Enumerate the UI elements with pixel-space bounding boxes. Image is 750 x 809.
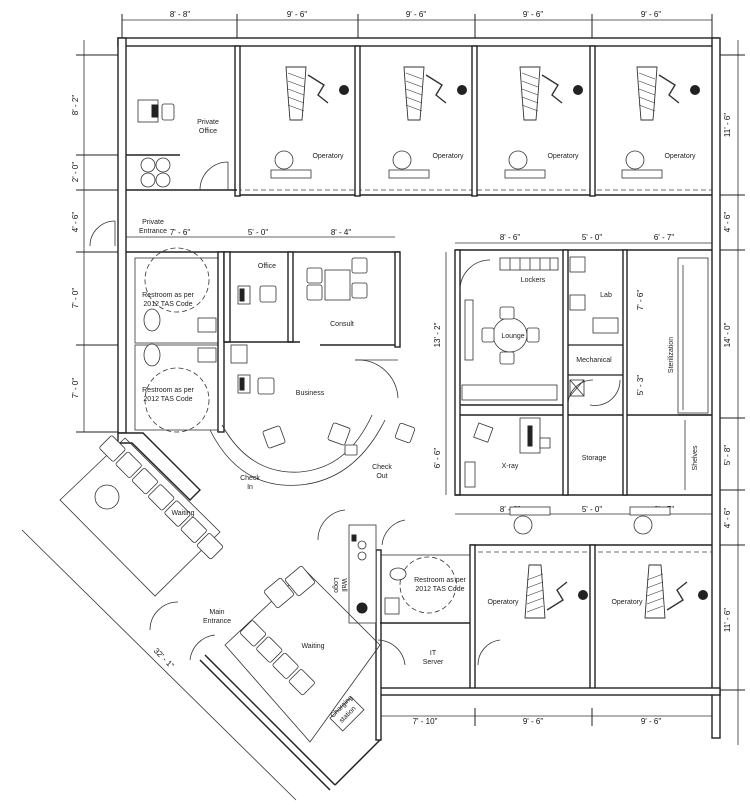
dim-left-5: 7' - 0" [71, 378, 80, 399]
dim-top-4: 9' - 6" [523, 10, 544, 19]
dental-chair-2 [388, 66, 467, 179]
dim-bottom-1: 7' - 10" [413, 717, 438, 726]
dim-top-5: 9' - 6" [641, 10, 662, 19]
label-main-entrance-1: Main [209, 609, 224, 616]
label-business: Business [296, 390, 325, 397]
label-office: Office [258, 263, 276, 270]
label-logo-wall-2: Wall [340, 578, 347, 592]
label-logo-wall-1: Logo [332, 577, 339, 593]
label-consult: Consult [330, 321, 354, 328]
doors [89, 161, 621, 666]
dim-mid-5: 5' - 0" [582, 233, 603, 242]
label-check-in-2: In [247, 484, 253, 491]
label-operatory-5: Operatory [487, 599, 519, 606]
dim-right-2: 4' - 6" [723, 212, 732, 233]
dim-mid-2: 5' - 0" [248, 228, 269, 237]
label-operatory-2: Operatory [432, 153, 464, 160]
dim-mid-3: 8' - 4" [331, 228, 352, 237]
label-sterilization: Sterilization [668, 337, 675, 373]
dim-mid-6: 6' - 7" [654, 233, 675, 242]
dental-chair-1 [270, 66, 349, 179]
dim-lab-1: 7' - 6" [636, 290, 645, 311]
room-labels: Private Office Operatory Operatory Opera… [139, 119, 699, 725]
label-operatory-3: Operatory [547, 153, 579, 160]
label-operatory-1: Operatory [312, 153, 344, 160]
dim-top-3: 9' - 6" [406, 10, 427, 19]
dim-bottom-2: 9' - 6" [523, 717, 544, 726]
dim-right-4: 5' - 8" [723, 445, 732, 466]
label-restroom-3b: 2012 TAS Code [415, 586, 464, 593]
label-restroom-3a: Restroom as per [414, 577, 466, 584]
dim-mid-1: 7' - 6" [170, 228, 191, 237]
label-mechanical: Mechanical [576, 357, 612, 364]
dim-right-5: 4' - 6" [723, 508, 732, 529]
label-private-entrance-2: Entrance [139, 228, 167, 235]
check-in-counter [209, 359, 399, 486]
furniture [94, 99, 686, 732]
label-check-in-1: Check [240, 475, 260, 482]
label-xray: X-ray [502, 463, 519, 470]
dim-left-1: 8' - 2" [71, 95, 80, 116]
dim-right-1: 11' - 6" [723, 113, 732, 137]
label-lab: Lab [600, 292, 612, 299]
dim-bottom-3: 9' - 6" [641, 717, 662, 726]
dim-left-2: 2' - 0" [71, 162, 80, 183]
dim-diagonal: 32' - 1" [152, 646, 176, 670]
dental-chair-3 [504, 66, 583, 179]
dimension-lines: 8' - 8" 9' - 6" 9' - 6" 9' - 6" 9' - 6" … [21, 10, 745, 801]
dim-top-2: 9' - 6" [287, 10, 308, 19]
dim-mid-4: 8' - 6" [500, 233, 521, 242]
label-storage: Storage [582, 455, 607, 462]
label-restroom-1b: 2012 TAS Code [143, 301, 192, 308]
label-waiting-1: Waiting [171, 510, 194, 517]
dental-chair-4 [621, 66, 700, 179]
label-operatory-4: Operatory [664, 153, 696, 160]
dim-right-3: 14' - 0" [723, 322, 732, 347]
dim-left-3: 4' - 6" [71, 212, 80, 233]
dim-top-1: 8' - 8" [170, 10, 191, 19]
label-lounge: Lounge [501, 333, 524, 340]
label-restroom-2b: 2012 TAS Code [143, 396, 192, 403]
dim-right-6: 11' - 6" [723, 608, 732, 632]
label-private-office-1: Private [197, 119, 219, 126]
label-check-out-1: Check [372, 464, 392, 471]
label-restroom-1a: Restroom as per [142, 292, 194, 299]
label-main-entrance-2: Entrance [203, 618, 231, 625]
label-private-entrance-1: Private [142, 219, 164, 226]
dim-mech-1: 5' - 3" [636, 375, 645, 396]
label-it-server-1: IT [430, 650, 437, 657]
label-shelves: Shelves [692, 445, 699, 470]
label-operatory-6: Operatory [611, 599, 643, 606]
dim-xray-row-2: 5' - 0" [582, 505, 603, 514]
dental-chair-6 [629, 506, 708, 619]
label-check-out-2: Out [376, 473, 387, 480]
label-restroom-2a: Restroom as per [142, 387, 194, 394]
label-private-office-2: Office [199, 128, 217, 135]
dental-chairs [270, 66, 708, 619]
walls [59, 37, 721, 791]
label-lockers: Lockers [521, 277, 546, 284]
dim-xray-1: 6' - 6" [433, 448, 442, 469]
dim-lounge-1: 13' - 2" [433, 322, 442, 347]
dim-left-4: 7' - 0" [71, 288, 80, 309]
dental-chair-5 [509, 506, 588, 619]
label-it-server-2: Server [423, 659, 444, 666]
label-waiting-2: Waiting [301, 643, 324, 650]
